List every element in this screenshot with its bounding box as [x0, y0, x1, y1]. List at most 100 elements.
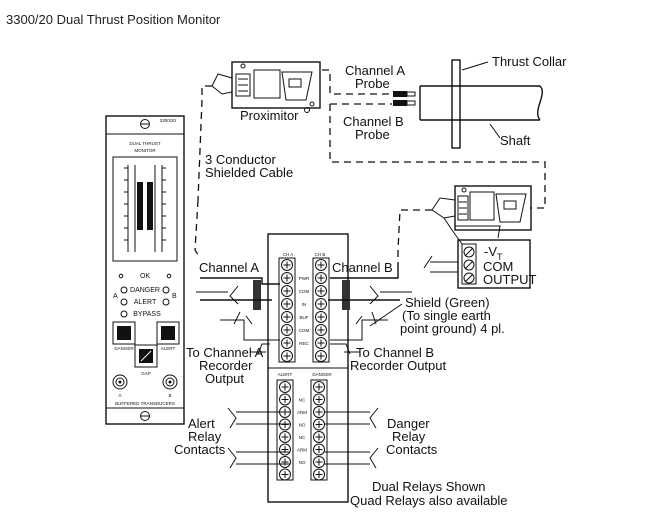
- side-b-label: B: [172, 293, 177, 300]
- channel-b-probe-label-2: Probe: [355, 127, 390, 142]
- thrust-collar: [451, 59, 461, 149]
- terminal-screw-icon: [279, 456, 291, 468]
- gap-label: GAP: [141, 371, 151, 376]
- alert-relay-label-1: Alert: [188, 416, 215, 431]
- danger-led-b: [162, 286, 170, 294]
- terminal-screw-icon: [281, 298, 293, 310]
- terminal-screw-icon: [281, 311, 293, 323]
- shield-label-1: Shield (Green): [405, 295, 490, 310]
- gap-button[interactable]: [134, 344, 158, 368]
- terminal-screw-icon: [281, 324, 293, 336]
- pin-label: COM: [299, 289, 310, 294]
- meter-scale-left: [124, 165, 129, 252]
- proximitor-bottom: [431, 185, 532, 231]
- proximitor-terminals: [457, 239, 531, 289]
- bnc-a-icon: [112, 374, 128, 390]
- shielded-cable-line: [197, 85, 212, 201]
- alert-button[interactable]: [156, 321, 180, 345]
- vt-label: -VT: [484, 244, 503, 262]
- channel-a-label: Channel A: [199, 260, 259, 275]
- recorder-a-label-3: Output: [205, 371, 244, 386]
- com-label: COM: [483, 259, 513, 274]
- bypass-led-a: [120, 310, 128, 318]
- shield-label-2: (To single earth: [402, 308, 491, 323]
- ok-led-a: [118, 273, 124, 279]
- ok-label: OK: [140, 273, 150, 280]
- proximitor-top: [211, 61, 321, 109]
- bar-a: [137, 182, 143, 230]
- danger-relay-label-2: Relay: [392, 429, 426, 444]
- terminal-screw-icon: [315, 311, 327, 323]
- terminal-screw-icon: [315, 298, 327, 310]
- terminal-screw-icon: [281, 337, 293, 349]
- alert-button-label: ALERT: [161, 346, 176, 351]
- relay-pin-label: NO: [299, 423, 306, 428]
- ok-led-b: [166, 273, 172, 279]
- bnc-b-label: B: [168, 393, 171, 398]
- pin-label: REC: [299, 341, 309, 346]
- alert-header: ALERT: [278, 372, 293, 377]
- terminal-screw-icon: [315, 285, 327, 297]
- bypass-label: BYPASS: [133, 311, 161, 318]
- pin-label: BUF: [300, 315, 309, 320]
- monitor-panel: 3300/20 DUAL THRUST MONITOR: [105, 115, 185, 425]
- alert-label: ALERT: [134, 299, 157, 306]
- meter-scale-right: [161, 165, 166, 252]
- terminal-screw-icon: [315, 272, 327, 284]
- danger-relay-label-1: Danger: [387, 416, 430, 431]
- alert-relay-label-3: Contacts: [174, 442, 226, 457]
- bar-b: [147, 182, 153, 230]
- channel-b-label: Channel B: [332, 260, 393, 275]
- terminal-screw-icon: [313, 381, 325, 393]
- bnc-b-icon: [162, 374, 178, 390]
- danger-label: DANGER: [130, 287, 160, 294]
- terminal-screw-icon: [281, 350, 293, 362]
- relay-pin-label: NC: [299, 398, 306, 403]
- monitor-model: 3300/20: [160, 118, 177, 123]
- terminal-screw-icon: [315, 350, 327, 362]
- shaft-label: Shaft: [500, 133, 531, 148]
- recorder-b-label-1: To Channel B: [356, 345, 434, 360]
- danger-button[interactable]: [112, 321, 136, 345]
- bar-graph-meter: [112, 156, 178, 262]
- screw-icon: [140, 119, 150, 129]
- page-title: 3300/20 Dual Thrust Position Monitor: [6, 12, 221, 27]
- cable-label-2: Shielded Cable: [205, 165, 293, 180]
- recorder-b-label-2: Recorder Output: [350, 358, 446, 373]
- relay-pin-label: ARM: [297, 448, 307, 453]
- alert-relay-label-2: Relay: [188, 429, 222, 444]
- recorder-a-label-1: To Channel A: [186, 345, 264, 360]
- terminal-screw-icon: [279, 443, 291, 456]
- terminal-screw-icon: [279, 393, 291, 406]
- channel-a-probe-label-1: Channel A: [345, 63, 405, 78]
- pin-label: COM: [299, 328, 310, 333]
- monitor-title-1: DUAL THRUST: [129, 141, 161, 146]
- danger-button-label: DANGER: [114, 346, 134, 351]
- proximitor-label: Proximitor: [240, 108, 299, 123]
- alert-led-a: [120, 298, 128, 306]
- shaft: [419, 85, 543, 121]
- terminal-screw-icon: [281, 272, 293, 284]
- terminal-screw-icon: [315, 324, 327, 336]
- shield-label-3: point ground) 4 pl.: [400, 321, 505, 336]
- pin-label: PWR: [299, 276, 310, 281]
- ch-a-header: CH A: [283, 252, 294, 257]
- bnc-a-label: A: [118, 393, 121, 398]
- terminal-screw-icon: [279, 381, 291, 393]
- terminal-screw-icon: [313, 468, 325, 481]
- relays-note-1: Dual Relays Shown: [372, 479, 485, 494]
- terminal-screw-icon: [315, 337, 327, 349]
- terminal-screw-icon: [313, 393, 325, 406]
- recorder-a-label-2: Recorder: [199, 358, 253, 373]
- relays-note-2: Quad Relays also available: [350, 493, 508, 508]
- terminal-screw-icon: [281, 285, 293, 297]
- output-label: OUTPUT: [483, 272, 537, 287]
- probe-b-icon: [393, 100, 416, 106]
- relay-pin-label: NC: [299, 435, 306, 440]
- terminal-screw-icon: [279, 431, 291, 443]
- monitor-title-2: MONITOR: [134, 148, 156, 153]
- buffered-label: BUFFERED TRANSDUCERS: [115, 401, 175, 406]
- cable-label-1: 3 Conductor: [205, 152, 276, 167]
- probe-a-icon: [393, 91, 416, 97]
